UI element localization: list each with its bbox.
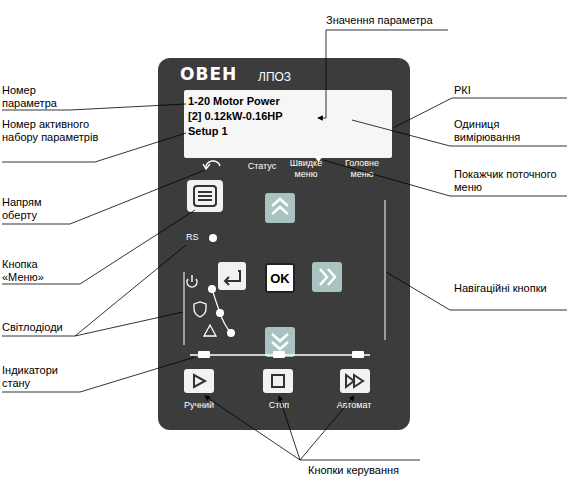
button-label: Ручний [179,400,219,411]
callout-label: Номер параметра [2,84,72,110]
lcd-line: Setup 1 [188,125,388,138]
device-model: ЛПОЗ [258,70,308,84]
led-label: RS [186,232,210,243]
button-caption: OK [267,271,293,287]
lcd-line: [2] 0.12kW-0.16HP [188,110,388,123]
callout-label: Індикатори стану [2,364,82,390]
button-label: Стоп [259,400,299,411]
callout-label: Навігаційні кнопки [454,282,554,295]
ok-button: OK [265,263,295,293]
button-label: Автомат [331,400,377,411]
menu-label: Швидке меню [286,158,326,180]
callout-label: Кнопка «Меню» [2,258,82,284]
menu-label: Статус [242,161,282,172]
callout-label: Кнопки керування [308,464,428,477]
leader-lines [2,30,567,460]
menu-label: Головне меню [339,158,385,180]
callout-label: Значення параметра [326,14,456,27]
lcd-screen: 1-20 Motor Power [2] 0.12kW-0.16HP Setup 1 [184,90,392,158]
callout-label: Напрям оберту [2,196,72,222]
device-panel: ОВЕН ЛПОЗ Статус Швидке меню Головне менюRS Р… [158,58,410,430]
callout-label: Світлодіоди [2,321,82,334]
lcd-line: 1-20 Motor Power [188,95,388,108]
callout-label: Покажчик поточного меню [454,168,564,194]
callout-label: РКІ [454,84,554,97]
callout-label: Одиниця вимірювання [454,118,554,144]
callout-label: Номер активного набору параметрів [2,118,100,144]
brand-logo: ОВЕН [180,64,250,84]
